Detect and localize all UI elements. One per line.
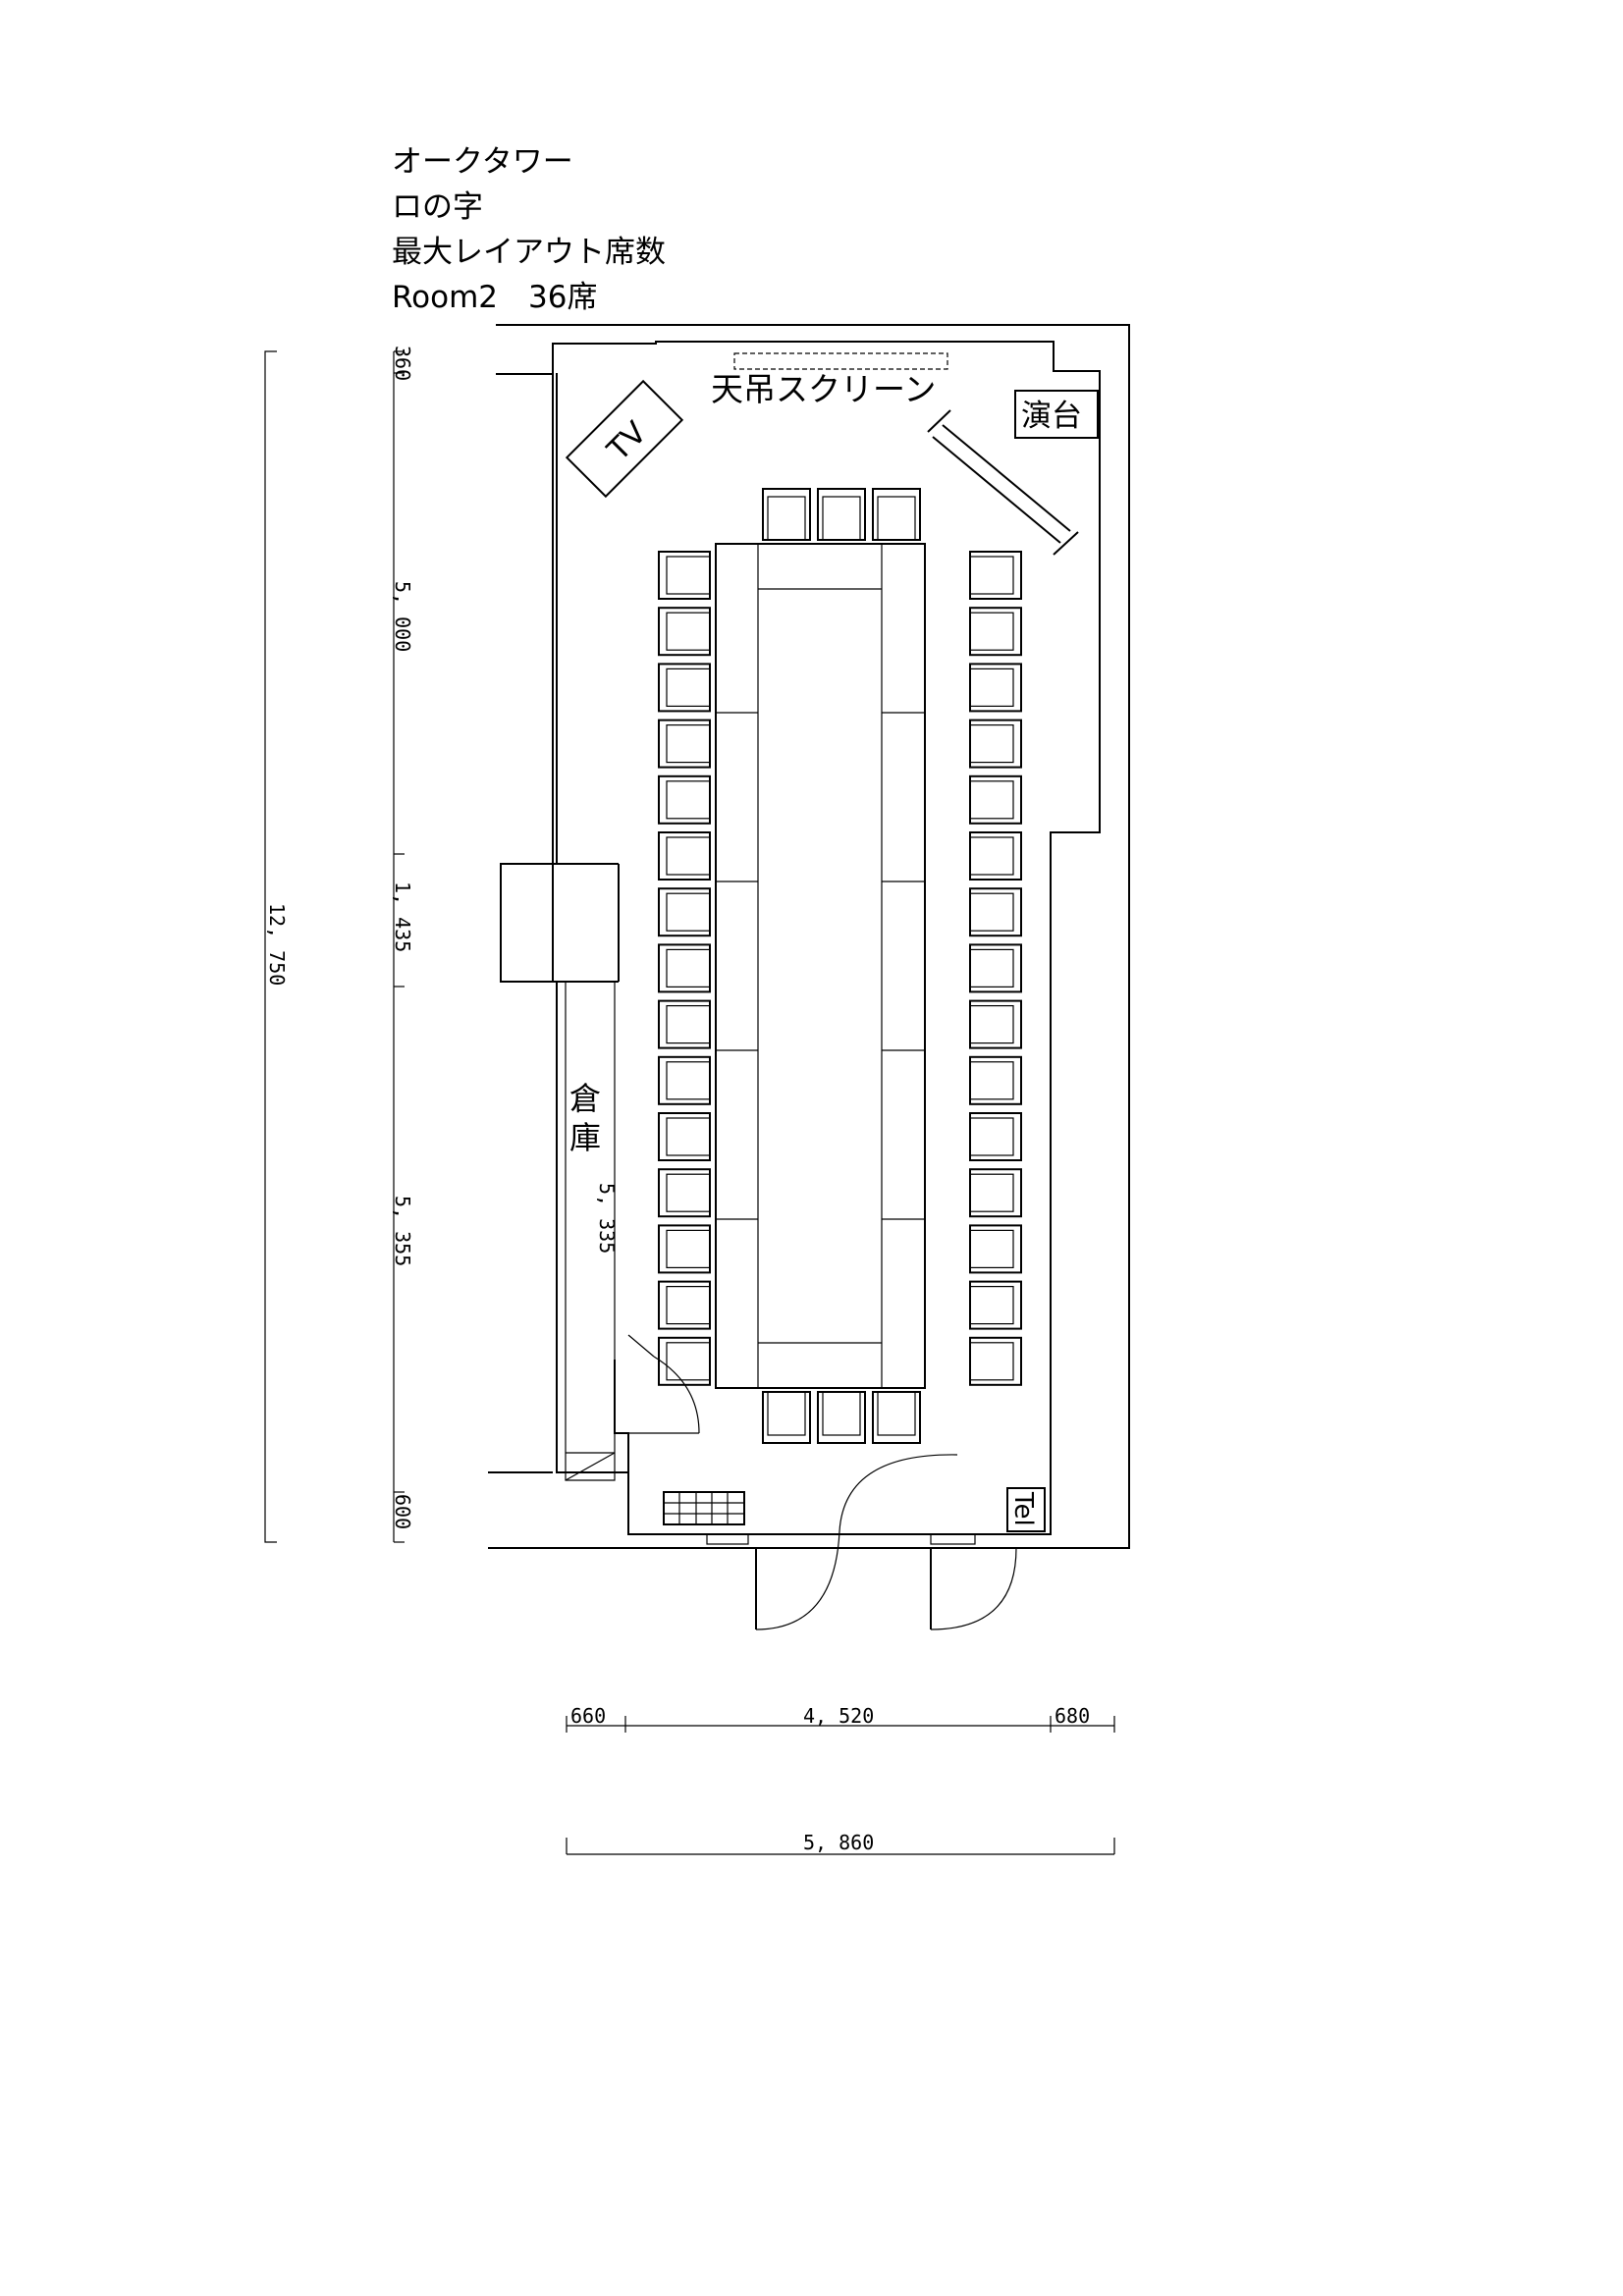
chair-right-2 [969,607,1022,657]
chair-right-14 [969,1280,1022,1330]
dimension-360: 360 [391,346,414,381]
tv-icon: TV [565,379,684,499]
chair-left-14 [658,1280,711,1330]
chair-left-9 [658,999,711,1049]
chair-right-9 [969,999,1022,1049]
total-height-dimension: 12, 750 [265,903,289,986]
chair-right-10 [969,1055,1022,1105]
storage-label-2: 庫 [569,1119,601,1156]
chair-right-1 [969,551,1022,600]
chair-right-15 [969,1336,1022,1386]
ac-unit-icon [663,1491,745,1525]
chair-right-6 [969,831,1022,881]
chair-left-15 [658,1336,711,1386]
chair-right-13 [969,1224,1022,1274]
chair-top-3 [872,488,921,541]
storage-label-1: 倉 [569,1080,601,1117]
chair-bottom-1 [762,1391,811,1444]
dimension-600: 600 [391,1494,414,1529]
podium-box [1014,390,1099,439]
chair-left-3 [658,663,711,713]
chair-left-13 [658,1224,711,1274]
chair-left-7 [658,887,711,937]
ceiling-screen [733,352,948,370]
chair-bottom-2 [817,1391,866,1444]
chair-left-1 [658,551,711,600]
chair-left-5 [658,774,711,825]
chair-top-1 [762,488,811,541]
room-walls [488,324,1130,1549]
horizontal-dimensions: 660 4, 520 680 5, 860 [566,1704,1115,1855]
width-right-dimension: 680 [1055,1704,1090,1728]
chair-right-5 [969,774,1022,825]
svg-text:TV: TV [600,415,654,469]
storage-dimension: 5, 335 [595,1183,619,1254]
title-block: オークタワー ロの字 最大レイアウト席数 Room2 36席 [392,139,666,320]
chair-left-2 [658,607,711,657]
building-name: オークタワー [392,144,573,180]
dimension-5000: 5, 000 [391,581,414,652]
chair-left-12 [658,1168,711,1218]
width-left-dimension: 660 [570,1704,606,1728]
vertical-dimensions: 12, 750 360 5, 000 1, 435 5, 355 600 [264,346,414,1543]
width-middle-dimension: 4, 520 [803,1704,874,1728]
layout-type: ロの字 [392,189,483,225]
tel-box [1006,1487,1046,1532]
chair-right-4 [969,719,1022,769]
entrance-doors [706,1454,1017,1630]
podium-label: 演台 [1021,399,1082,434]
conference-table [715,543,926,1389]
chair-top-2 [817,488,866,541]
chair-bottom-3 [872,1391,921,1444]
chairs [658,488,1022,1444]
chair-right-8 [969,943,1022,993]
tel-label: Tel [1008,1491,1038,1526]
lectern-icon [927,409,1079,556]
chair-right-11 [969,1112,1022,1161]
chair-left-11 [658,1112,711,1161]
chair-left-4 [658,719,711,769]
screen-label: 天吊スクリーン [711,370,936,408]
dimension-1435: 1, 435 [391,881,414,952]
chair-right-3 [969,663,1022,713]
chair-left-10 [658,1055,711,1105]
chair-right-12 [969,1168,1022,1218]
capacity-caption: 最大レイアウト席数 [392,235,666,270]
total-width-dimension: 5, 860 [803,1831,874,1854]
dimension-5355: 5, 355 [391,1196,414,1266]
room-capacity: Room2 36席 [392,280,598,315]
chair-left-8 [658,943,711,993]
chair-left-6 [658,831,711,881]
chair-right-7 [969,887,1022,937]
